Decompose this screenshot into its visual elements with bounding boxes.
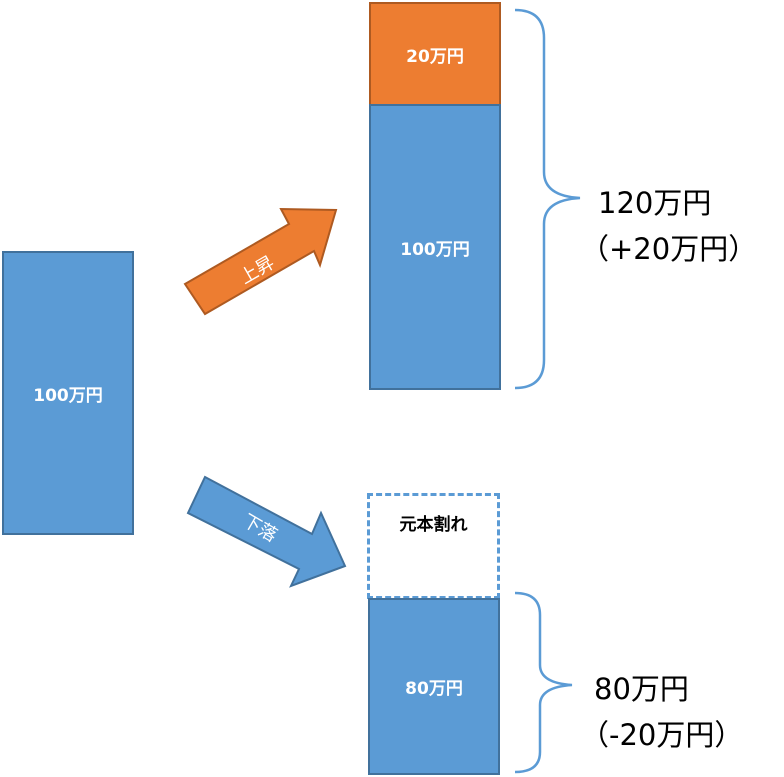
loss-segment: 元本割れ — [367, 493, 500, 599]
up-total-label: 120万円 — [598, 186, 712, 220]
initial-amount-box: 100万円 — [2, 251, 134, 535]
loss-segment-label: 元本割れ — [399, 515, 468, 535]
initial-amount-label: 100万円 — [33, 385, 103, 406]
rise-arrow: 上昇 — [183, 207, 338, 316]
fall-arrow: 下落 — [186, 475, 347, 588]
upper-brace — [514, 8, 581, 390]
gain-segment-label: 20万円 — [406, 46, 464, 67]
down-total-label: 80万円 — [594, 672, 689, 706]
up-principal-label: 100万円 — [400, 239, 470, 260]
down-change-label: （-20万円） — [580, 718, 744, 752]
down-remaining-segment: 80万円 — [368, 598, 500, 775]
up-principal-segment: 100万円 — [369, 104, 501, 390]
lower-brace — [514, 591, 573, 774]
down-remaining-label: 80万円 — [405, 679, 463, 699]
up-change-label: （+20万円） — [580, 232, 758, 266]
